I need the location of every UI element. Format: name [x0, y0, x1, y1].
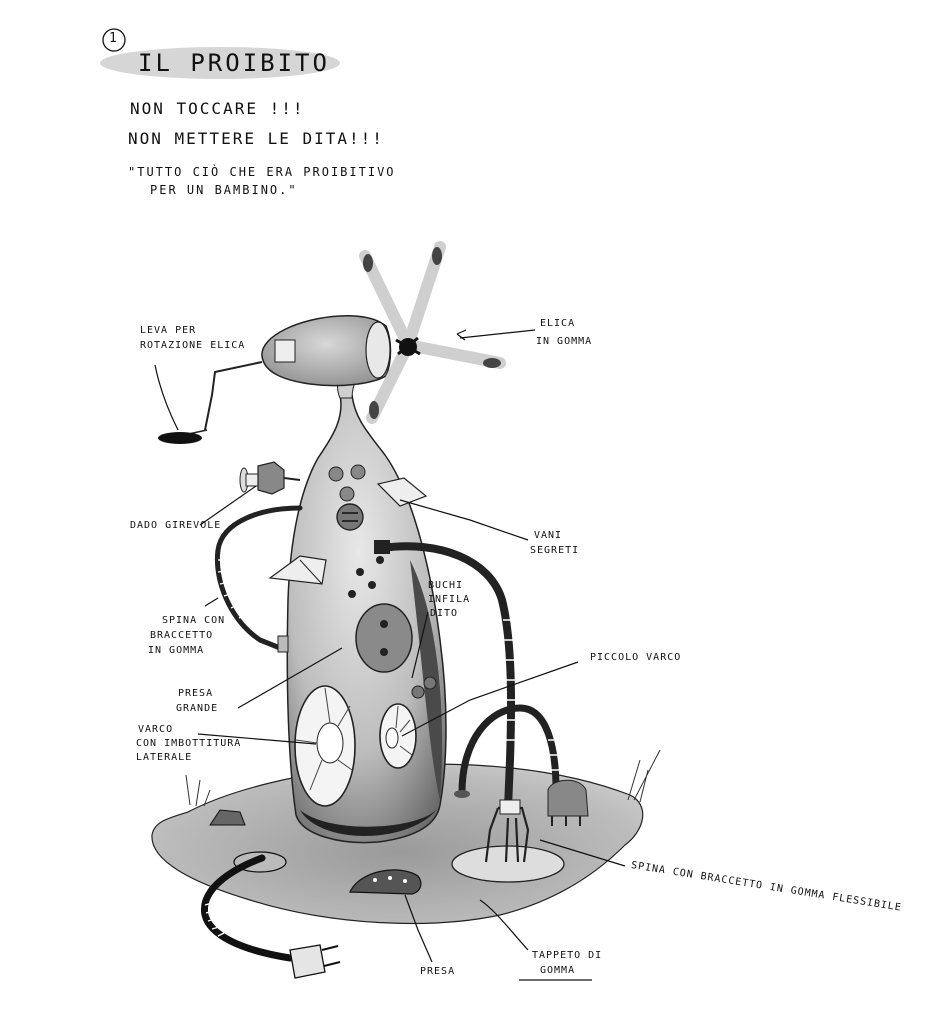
- plug-right: [547, 779, 589, 817]
- body-hole: [348, 590, 356, 598]
- body-bottom-shadow: [300, 808, 438, 837]
- label-spina-3: IN GOMMA: [148, 645, 205, 656]
- label-buchi-2: INFILA: [428, 594, 471, 605]
- title-number-circle: [102, 28, 126, 52]
- mat-block: [209, 809, 246, 826]
- label-vani-1: VANI: [534, 530, 563, 541]
- body-hole: [339, 486, 355, 502]
- piccolo-varco: [379, 703, 417, 769]
- warning-line-2: NON METTERE LE DITA!!!: [128, 129, 384, 148]
- crank-lever: [204, 361, 263, 431]
- crank-handle: [158, 432, 202, 444]
- finger-hole: [423, 676, 437, 690]
- button-round: [336, 503, 364, 531]
- label-elica-2: IN GOMMA: [536, 336, 593, 347]
- vano-segreto: [376, 477, 428, 507]
- head-cap: [365, 321, 391, 379]
- page-title: IL PROIBITO: [138, 49, 330, 77]
- label-presa-grande-1: PRESA: [178, 688, 214, 699]
- fork-plug: [484, 806, 530, 863]
- cord-arch: [458, 704, 560, 793]
- label-buchi-1: BUCHI: [428, 580, 464, 591]
- spina-braccetto-right: [378, 542, 516, 812]
- cord-left: [201, 854, 294, 962]
- body-hole: [368, 581, 376, 589]
- finger-hole: [411, 685, 425, 699]
- label-varco-2: CON IMBOTTITURA: [136, 738, 242, 749]
- label-varco-3: LATERALE: [136, 752, 193, 763]
- title-number: 1: [109, 31, 118, 46]
- label-tappeto-1: TAPPETO DI: [532, 950, 603, 961]
- body-hole: [350, 464, 366, 480]
- label-vani-2: SEGRETI: [530, 545, 580, 556]
- warning-line-1: NON TOCCARE !!!: [130, 99, 305, 118]
- dado-girevole: [239, 461, 301, 495]
- label-spina-2: BRACCETTO: [150, 630, 214, 641]
- label-buchi-3: DITO: [430, 608, 459, 619]
- propeller: [359, 241, 506, 424]
- plug-left: [289, 944, 326, 979]
- leader-lines: [154, 329, 626, 981]
- grass-left: [185, 774, 211, 807]
- title-wash: [100, 47, 340, 79]
- vano-segreto: [268, 555, 327, 585]
- varco-imbottito: [294, 685, 356, 807]
- label-varco-1: VARCO: [138, 724, 174, 735]
- fork-base: [451, 845, 565, 883]
- label-elica-1: ELICA: [540, 318, 576, 329]
- body-hole: [356, 568, 364, 576]
- label-leva-1: LEVA PER: [140, 325, 197, 336]
- body-hole: [328, 466, 344, 482]
- presa-grande: [355, 603, 413, 673]
- head-box: [274, 339, 296, 363]
- label-presa: PRESA: [420, 966, 456, 977]
- body-hole: [376, 556, 384, 564]
- label-dado: DADO GIREVOLE: [130, 520, 222, 531]
- label-tappeto-2: GOMMA: [540, 965, 576, 976]
- label-leva-2: ROTAZIONE ELICA: [140, 340, 246, 351]
- label-spina-1: SPINA CON: [162, 615, 226, 626]
- presa-socket: [349, 869, 422, 895]
- label-presa-grande-2: GRANDE: [176, 703, 219, 714]
- grass-right: [627, 749, 661, 803]
- spina-braccetto-left: [214, 505, 303, 651]
- label-piccolo-varco: PICCOLO VARCO: [590, 652, 682, 663]
- quote-line-1: "TUTTO CIÒ CHE ERA PROIBITIVO: [128, 165, 396, 179]
- quote-line-2: PER UN BAMBINO.": [150, 183, 298, 197]
